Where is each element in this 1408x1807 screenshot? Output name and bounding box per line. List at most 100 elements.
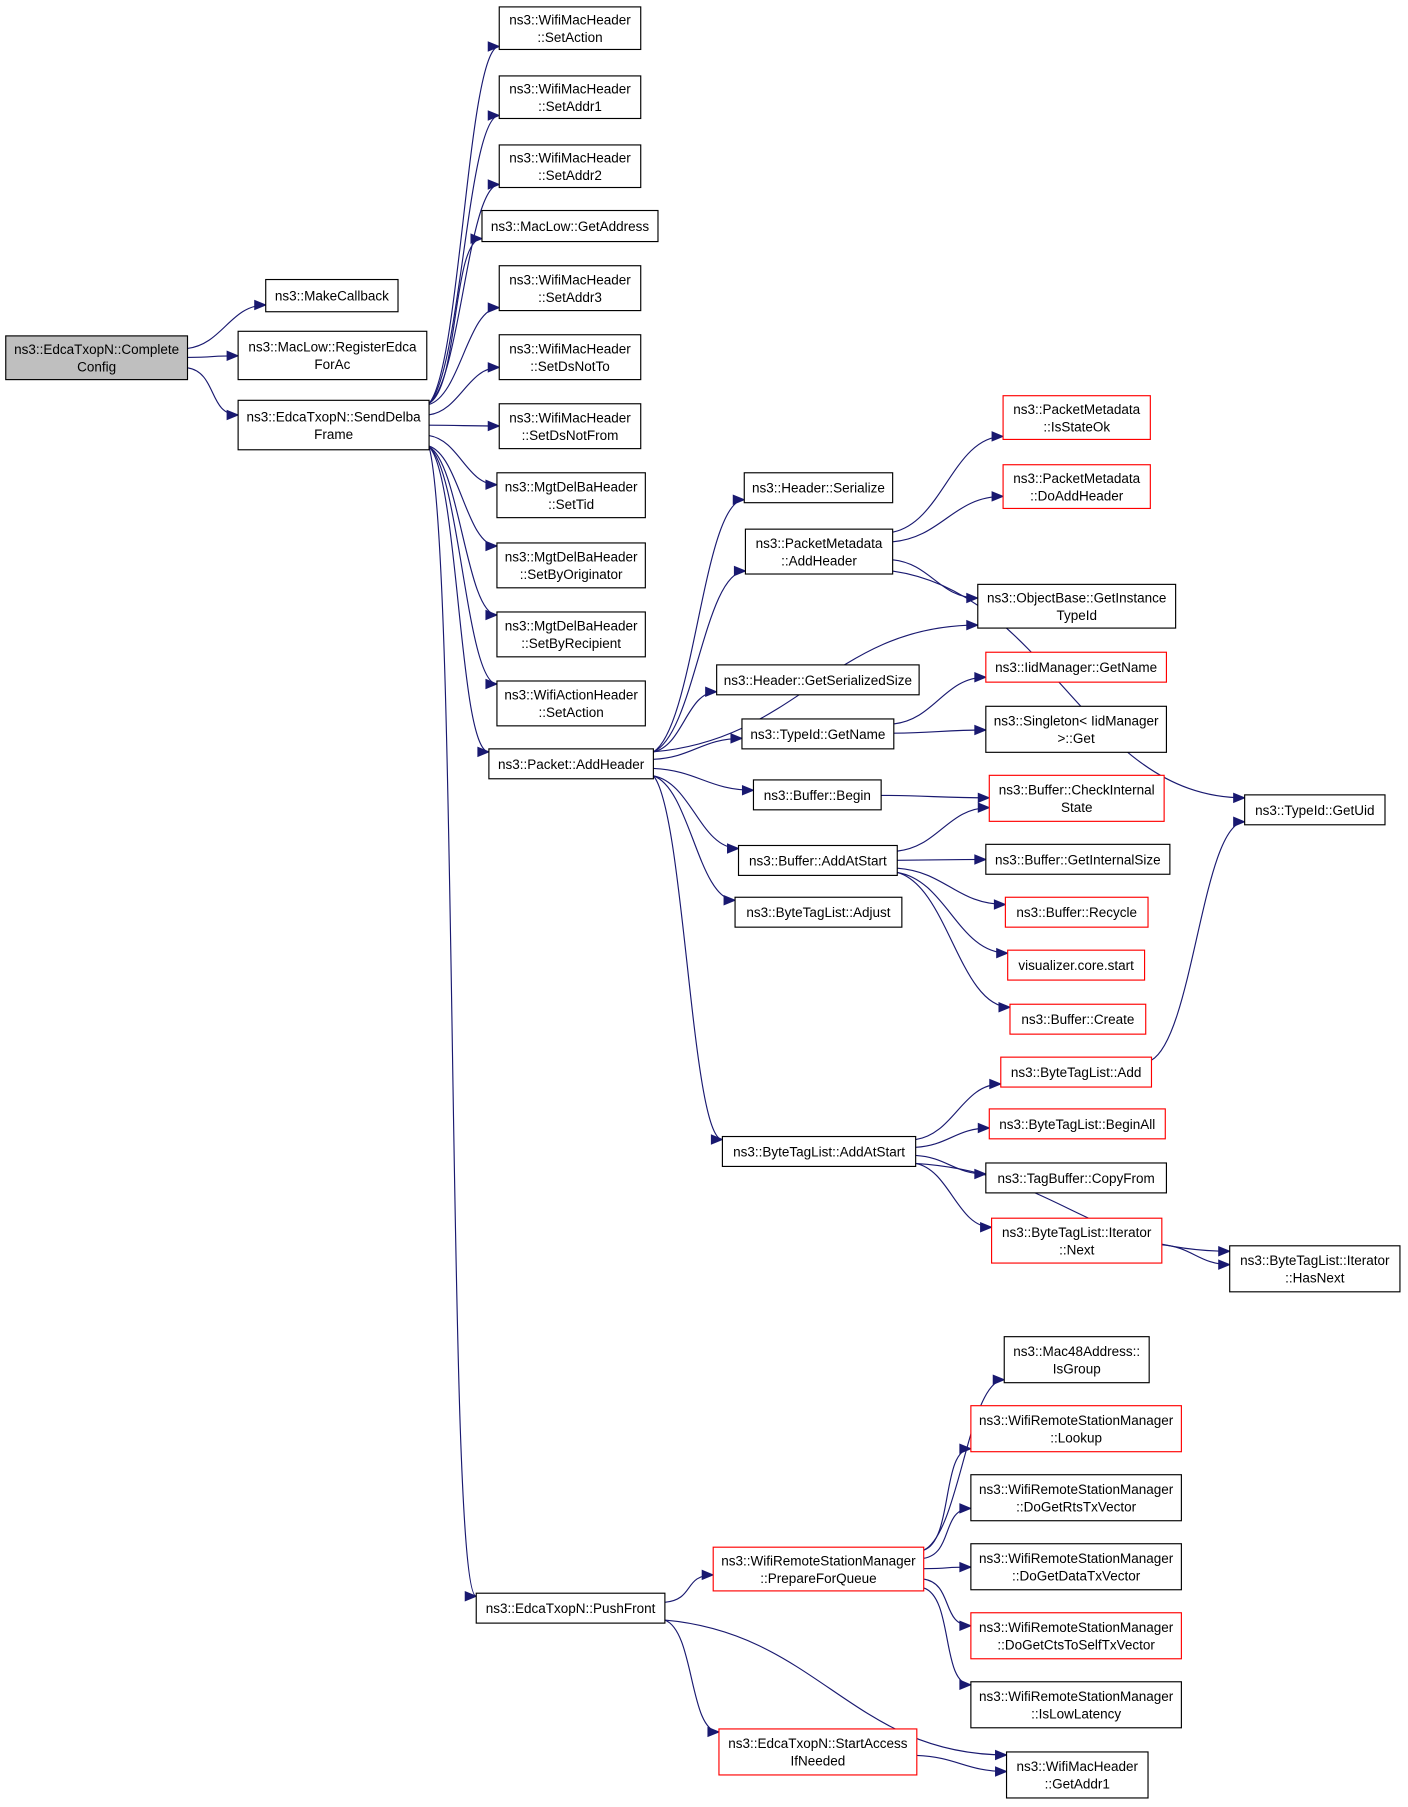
node-n16[interactable]: ns3::EdcaTxopN::PushFront (475, 1592, 666, 1624)
node-box[interactable] (970, 1681, 1182, 1729)
node-box[interactable] (498, 6, 642, 51)
node-box[interactable] (1002, 395, 1151, 440)
node-n37[interactable]: ns3::ByteTagList::BeginAll (988, 1108, 1166, 1140)
node-n24[interactable]: ns3::ByteTagList::Adjust (734, 896, 903, 928)
node-box[interactable] (991, 1217, 1163, 1264)
node-n13[interactable]: ns3::MgtDelBaHeader::SetByRecipient (496, 611, 646, 658)
node-box[interactable] (1000, 1056, 1153, 1088)
node-box[interactable] (734, 896, 903, 928)
node-n36[interactable]: ns3::ByteTagList::Add (1000, 1056, 1153, 1088)
node-box[interactable] (985, 651, 1168, 683)
node-n38[interactable]: ns3::TagBuffer::CopyFrom (985, 1162, 1168, 1194)
node-n29[interactable]: ns3::IidManager::GetName (985, 651, 1168, 683)
node-box[interactable] (498, 403, 642, 450)
node-n8[interactable]: ns3::WifiMacHeader::SetAddr3 (498, 265, 642, 312)
node-n49[interactable]: ns3::WifiRemoteStationManager::IsLowLate… (970, 1681, 1182, 1729)
node-box[interactable] (985, 1162, 1168, 1194)
node-box[interactable] (985, 843, 1171, 875)
node-n46[interactable]: ns3::WifiRemoteStationManager::DoGetRtsT… (970, 1474, 1182, 1522)
node-box[interactable] (985, 705, 1168, 753)
node-n10[interactable]: ns3::WifiMacHeader::SetDsNotFrom (498, 403, 642, 450)
node-box[interactable] (488, 748, 654, 780)
node-n9[interactable]: ns3::WifiMacHeader::SetDsNotTo (498, 334, 642, 381)
node-box[interactable] (716, 664, 920, 696)
node-box[interactable] (970, 1474, 1182, 1522)
node-n39[interactable]: ns3::ByteTagList::Iterator::Next (991, 1217, 1163, 1264)
node-n26[interactable]: ns3::PacketMetadata::IsStateOk (1002, 395, 1151, 440)
node-n21[interactable]: ns3::TypeId::GetName (741, 718, 895, 750)
node-n25[interactable]: ns3::ByteTagList::AddAtStart (721, 1135, 917, 1168)
node-box[interactable] (737, 844, 898, 876)
node-box[interactable] (1009, 1003, 1147, 1035)
node-box[interactable] (970, 1612, 1182, 1660)
node-n20[interactable]: ns3::Header::GetSerializedSize (716, 664, 920, 696)
node-n43[interactable]: ns3::WifiMacHeader::GetAddr1 (1005, 1751, 1149, 1799)
node-n47[interactable]: ns3::WifiRemoteStationManager::DoGetData… (970, 1543, 1182, 1591)
node-box[interactable] (718, 1728, 918, 1776)
node-box[interactable] (970, 1405, 1182, 1453)
node-box[interactable] (496, 472, 646, 519)
node-box[interactable] (265, 278, 399, 313)
node-box[interactable] (475, 1592, 666, 1624)
node-n41[interactable]: ns3::WifiRemoteStationManager::PrepareFo… (712, 1546, 925, 1592)
node-n14[interactable]: ns3::WifiActionHeader::SetAction (496, 680, 646, 727)
node-box[interactable] (496, 542, 646, 589)
node-box[interactable] (752, 779, 882, 811)
node-n48[interactable]: ns3::WifiRemoteStationManager::DoGetCtsT… (970, 1612, 1182, 1660)
node-box[interactable] (237, 399, 430, 451)
node-n28[interactable]: ns3::TypeId::GetUid (1244, 794, 1386, 826)
node-box[interactable] (1005, 1751, 1149, 1799)
node-box[interactable] (744, 528, 894, 575)
node-box[interactable] (970, 1543, 1182, 1591)
node-box[interactable] (496, 680, 646, 727)
node-n33[interactable]: ns3::Buffer::Recycle (1004, 896, 1149, 928)
node-n7[interactable]: ns3::MacLow::GetAddress (481, 209, 659, 243)
node-n15[interactable]: ns3::Packet::AddHeader (488, 748, 654, 780)
node-box[interactable] (977, 583, 1177, 629)
node-box[interactable] (712, 1546, 925, 1592)
node-n5[interactable]: ns3::WifiMacHeader::SetAddr1 (498, 75, 642, 120)
node-box[interactable] (498, 334, 642, 381)
node-n27[interactable]: ns3::PacketMetadata::DoAddHeader (1002, 464, 1151, 510)
node-n44[interactable]: ns3::Mac48Address::IsGroup (1003, 1336, 1150, 1384)
node-box[interactable] (1004, 896, 1149, 928)
node-box[interactable] (988, 1108, 1166, 1140)
node-box[interactable] (1002, 464, 1151, 510)
node-n1[interactable]: ns3::MakeCallback (265, 278, 399, 313)
node-box[interactable] (1007, 949, 1146, 981)
node-box[interactable] (496, 611, 646, 658)
node-box[interactable] (1229, 1245, 1401, 1293)
node-box[interactable] (237, 330, 428, 381)
node-box[interactable] (721, 1135, 917, 1168)
node-box[interactable] (498, 265, 642, 312)
node-box[interactable] (741, 718, 895, 750)
node-n22[interactable]: ns3::Buffer::Begin (752, 779, 882, 811)
node-n34[interactable]: visualizer.core.start (1007, 949, 1146, 981)
node-box[interactable] (1003, 1336, 1150, 1384)
node-n18[interactable]: ns3::PacketMetadata::AddHeader (744, 528, 894, 575)
node-box[interactable] (988, 774, 1165, 822)
node-box[interactable] (481, 209, 659, 243)
node-n17[interactable]: ns3::Header::Serialize (743, 472, 894, 504)
node-n32[interactable]: ns3::Buffer::GetInternalSize (985, 843, 1171, 875)
node-box[interactable] (743, 472, 894, 504)
node-box[interactable] (498, 75, 642, 120)
node-n45[interactable]: ns3::WifiRemoteStationManager::Lookup (970, 1405, 1182, 1453)
node-n12[interactable]: ns3::MgtDelBaHeader::SetByOriginator (496, 542, 646, 589)
node-n6[interactable]: ns3::WifiMacHeader::SetAddr2 (498, 144, 642, 189)
node-n4[interactable]: ns3::WifiMacHeader::SetAction (498, 6, 642, 51)
node-box[interactable] (5, 335, 189, 381)
node-box[interactable] (1244, 794, 1386, 826)
node-n40[interactable]: ns3::ByteTagList::Iterator::HasNext (1229, 1245, 1401, 1293)
node-box[interactable] (498, 144, 642, 189)
node-n30[interactable]: ns3::Singleton< IidManager>::Get (985, 705, 1168, 753)
node-n23[interactable]: ns3::Buffer::AddAtStart (737, 844, 898, 876)
node-n35[interactable]: ns3::Buffer::Create (1009, 1003, 1147, 1035)
node-n11[interactable]: ns3::MgtDelBaHeader::SetTid (496, 472, 646, 519)
